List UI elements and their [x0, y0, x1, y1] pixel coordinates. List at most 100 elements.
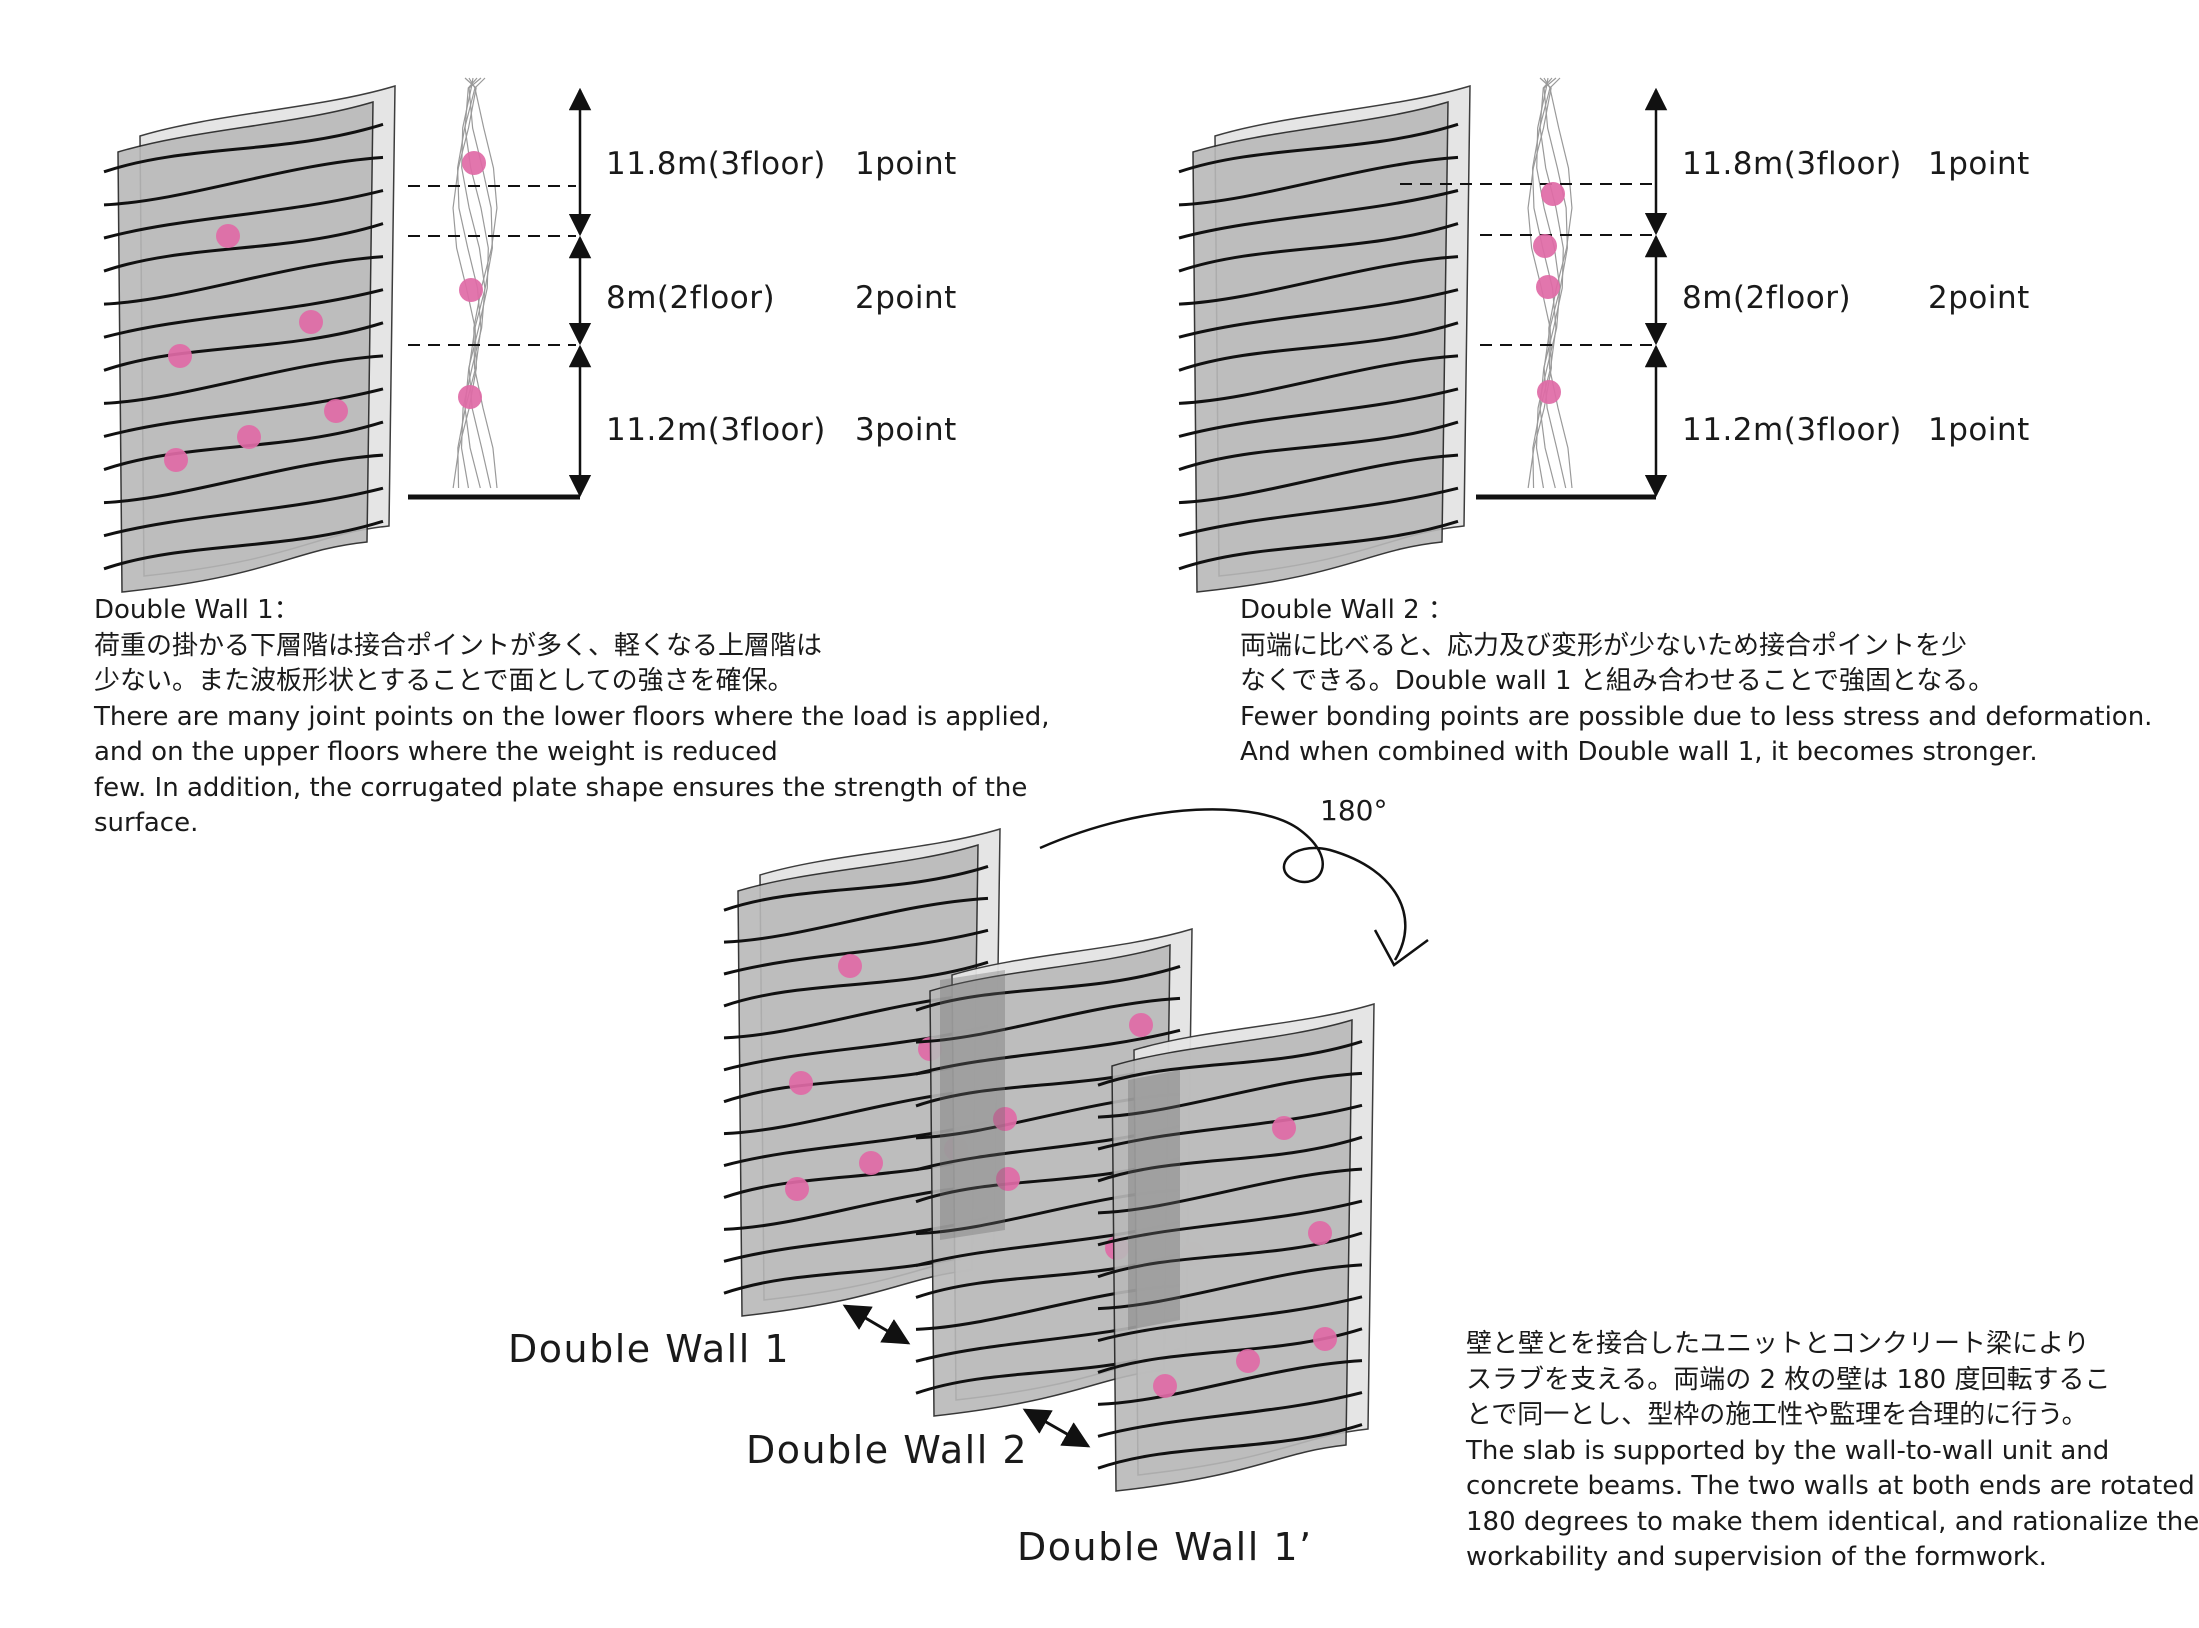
assembly-wall2-joint-point — [996, 1167, 1020, 1191]
assembly-wall2-corrugation-line — [915, 996, 1181, 1044]
overlap-shadow-1 — [940, 970, 1005, 1240]
wall2-elevation-column-strand — [1531, 77, 1557, 489]
assembly-wall1-corrugation-line — [723, 928, 989, 976]
wall1-description: Double Wall 1： 荷重の掛かる下層階は接合ポイントが多く、軽くなる上… — [94, 593, 1050, 842]
wall1-line-1: 荷重の掛かる下層階は接合ポイントが多く、軽くなる上層階は — [94, 630, 823, 661]
wall2-elevation-column-strand — [1548, 77, 1573, 489]
assembly-wall1-prime-corrugation-line — [1097, 1359, 1363, 1406]
assembly-line-6: 180 degrees to make them identical, and … — [1466, 1506, 2199, 1537]
wall2-panel-corrugation-line — [1178, 486, 1459, 538]
wall2-panel-corrugation-line — [1178, 255, 1459, 306]
wall2-title: Double Wall 2 ： — [1240, 595, 1454, 625]
wall2-line-3: Fewer bonding points are possible due to… — [1240, 701, 2153, 732]
assembly-wall1-prime-corrugation-line — [1097, 1071, 1363, 1119]
assembly-wall1-corrugation-line — [723, 896, 989, 944]
wall2-dim-lower-length: 11.2m(3floor) — [1682, 412, 1902, 448]
assembly-wall1-prime-corrugation-line — [1097, 1391, 1363, 1438]
assembly-line-3: とで同一とし、型枠の施工性や監理を合理的に行う。 — [1466, 1400, 2088, 1430]
assembly-line-7: workability and supervision of the formw… — [1466, 1542, 2047, 1572]
wall2-panel-corrugation-line — [1178, 321, 1459, 372]
assembly-line-1: 壁と壁とを接合したユニットとコンクリート梁により — [1466, 1329, 2090, 1359]
assembly-label-wall1-prime: Double Wall 1’ — [1017, 1525, 1313, 1569]
wall2-panel-corrugation-line — [1178, 122, 1459, 174]
wall2-panel-corrugation-line — [1178, 453, 1459, 505]
assembly-line-4: The slab is supported by the wall-to-wal… — [1466, 1435, 2110, 1466]
assembly-wall1-corrugation-line — [723, 960, 989, 1008]
assembly-wall1-prime-joint-point — [1308, 1221, 1332, 1245]
assembly-description: 壁と壁とを接合したユニットとコンクリート梁により スラブを支える。両端の 2 枚… — [1466, 1327, 2199, 1576]
wall1-line-3: There are many joint points on the lower… — [94, 701, 1050, 732]
wall1-panel — [103, 84, 396, 593]
assembly-wall2-joint-point — [993, 1107, 1017, 1131]
wall1-elevation-column-strand — [452, 77, 477, 489]
assembly-wall1-joint-point — [789, 1071, 813, 1095]
wall1-dim-lower-points: 3point — [855, 412, 957, 448]
assembly-wall1-prime-corrugation-line — [1097, 1135, 1363, 1183]
wall1-panel-corrugation-line — [103, 189, 384, 240]
wall2-line-1: 両端に比べると、応力及び変形が少ないため接合ポイントを少 — [1240, 630, 1967, 661]
wall1-elevation-column-strand — [473, 77, 498, 489]
assembly-wall1-prime-corrugation-line — [1097, 1040, 1363, 1087]
rotation-arrowhead — [1373, 929, 1429, 967]
wall2-dim-upper-points: 1point — [1928, 146, 2030, 182]
wall2-panel — [1178, 84, 1471, 593]
wall2-panel-corrugation-line — [1178, 155, 1459, 207]
wall2-line-2: なくできる。Double wall 1 と組み合わせることで強固となる。 — [1240, 666, 1995, 696]
wall1-elevation-joint-point — [459, 278, 483, 302]
overlap-shadow-2 — [1128, 1070, 1180, 1330]
wall1-dim-middle-length: 8m(2floor) — [606, 280, 776, 316]
wall1-panel-joint-point — [164, 448, 188, 472]
wall1-panel-corrugation-line — [103, 486, 384, 538]
wall1-dim-upper-points: 1point — [855, 146, 957, 182]
rotation-angle-label: 180° — [1320, 794, 1388, 827]
wall1-elevation-joint-point — [458, 385, 482, 409]
wall2-dim-upper-length: 11.8m(3floor) — [1682, 146, 1902, 182]
wall1-panel-corrugation-line — [103, 155, 384, 207]
wall2-dim-middle-length: 8m(2floor) — [1682, 280, 1852, 316]
wall2-elevation-column-strand — [1539, 77, 1564, 489]
assembly-label-wall2: Double Wall 2 — [746, 1428, 1029, 1472]
assembly-wall1-prime-corrugation-line — [1097, 1295, 1363, 1342]
wall2-elevation-column-strand — [1535, 77, 1561, 489]
wall1-panel-corrugation-line — [103, 321, 384, 372]
assembly-wall1-prime-corrugation-line — [1097, 1423, 1363, 1470]
wall2-panel-corrugation-line — [1178, 189, 1459, 240]
assembly-wall2-corrugation-line — [915, 965, 1181, 1012]
wall2-panel-corrugation-line — [1178, 387, 1459, 438]
assembly-wall1-prime-joint-point — [1313, 1327, 1337, 1351]
wall2-panel-corrugation-line — [1178, 519, 1459, 571]
assembly-wall1-prime-corrugation-line — [1097, 1263, 1363, 1311]
assembly-wall1-prime-corrugation-line — [1097, 1103, 1363, 1151]
wall2-panel-corrugation-line — [1178, 420, 1459, 471]
wall1-dim-upper-length: 11.8m(3floor) — [606, 146, 826, 182]
wall1-title: Double Wall 1： — [94, 595, 300, 625]
wall2-elevation — [1400, 77, 1668, 500]
wall1-panel-joint-point — [237, 425, 261, 449]
wall2-elevation-joint-point — [1533, 234, 1557, 258]
wall1-line-5: few. In addition, the corrugated plate s… — [94, 772, 1028, 803]
assembly-wall1-prime-corrugation-line — [1097, 1167, 1363, 1215]
wall1-dim-middle-points: 2point — [855, 280, 957, 316]
wall1-panel-joint-point — [168, 344, 192, 368]
wall1-panel-joint-point — [216, 224, 240, 248]
wall1-dim-lower-length: 11.2m(3floor) — [606, 412, 826, 448]
assembly-wall1-prime-joint-point — [1236, 1349, 1260, 1373]
wall2-elevation-joint-point — [1541, 182, 1565, 206]
connection-arrow-2 — [1022, 1408, 1091, 1448]
wall1-elevation — [408, 77, 592, 500]
wall2-elevation-joint-point — [1536, 275, 1560, 299]
wall1-panel-corrugation-line — [103, 288, 384, 339]
wall2-dim-middle-points: 2point — [1928, 280, 2030, 316]
wall1-panel-corrugation-line — [103, 387, 384, 438]
wall1-panel-corrugation-line — [103, 255, 384, 306]
assembly-line-2: スラブを支える。両端の 2 枚の壁は 180 度回転するこ — [1466, 1364, 2111, 1395]
wall2-dim-lower-points: 1point — [1928, 412, 2030, 448]
wall1-panel-joint-point — [324, 399, 348, 423]
assembly-wall1-corrugation-line — [723, 865, 989, 912]
assembly-wall2-joint-point — [1129, 1013, 1153, 1037]
assembly-wall1-prime-corrugation-line — [1097, 1199, 1363, 1247]
wall2-line-4: And when combined with Double wall 1, it… — [1240, 737, 2038, 767]
wall1-line-4: and on the upper floors where the weight… — [94, 737, 778, 767]
connection-arrow-1 — [842, 1304, 911, 1345]
